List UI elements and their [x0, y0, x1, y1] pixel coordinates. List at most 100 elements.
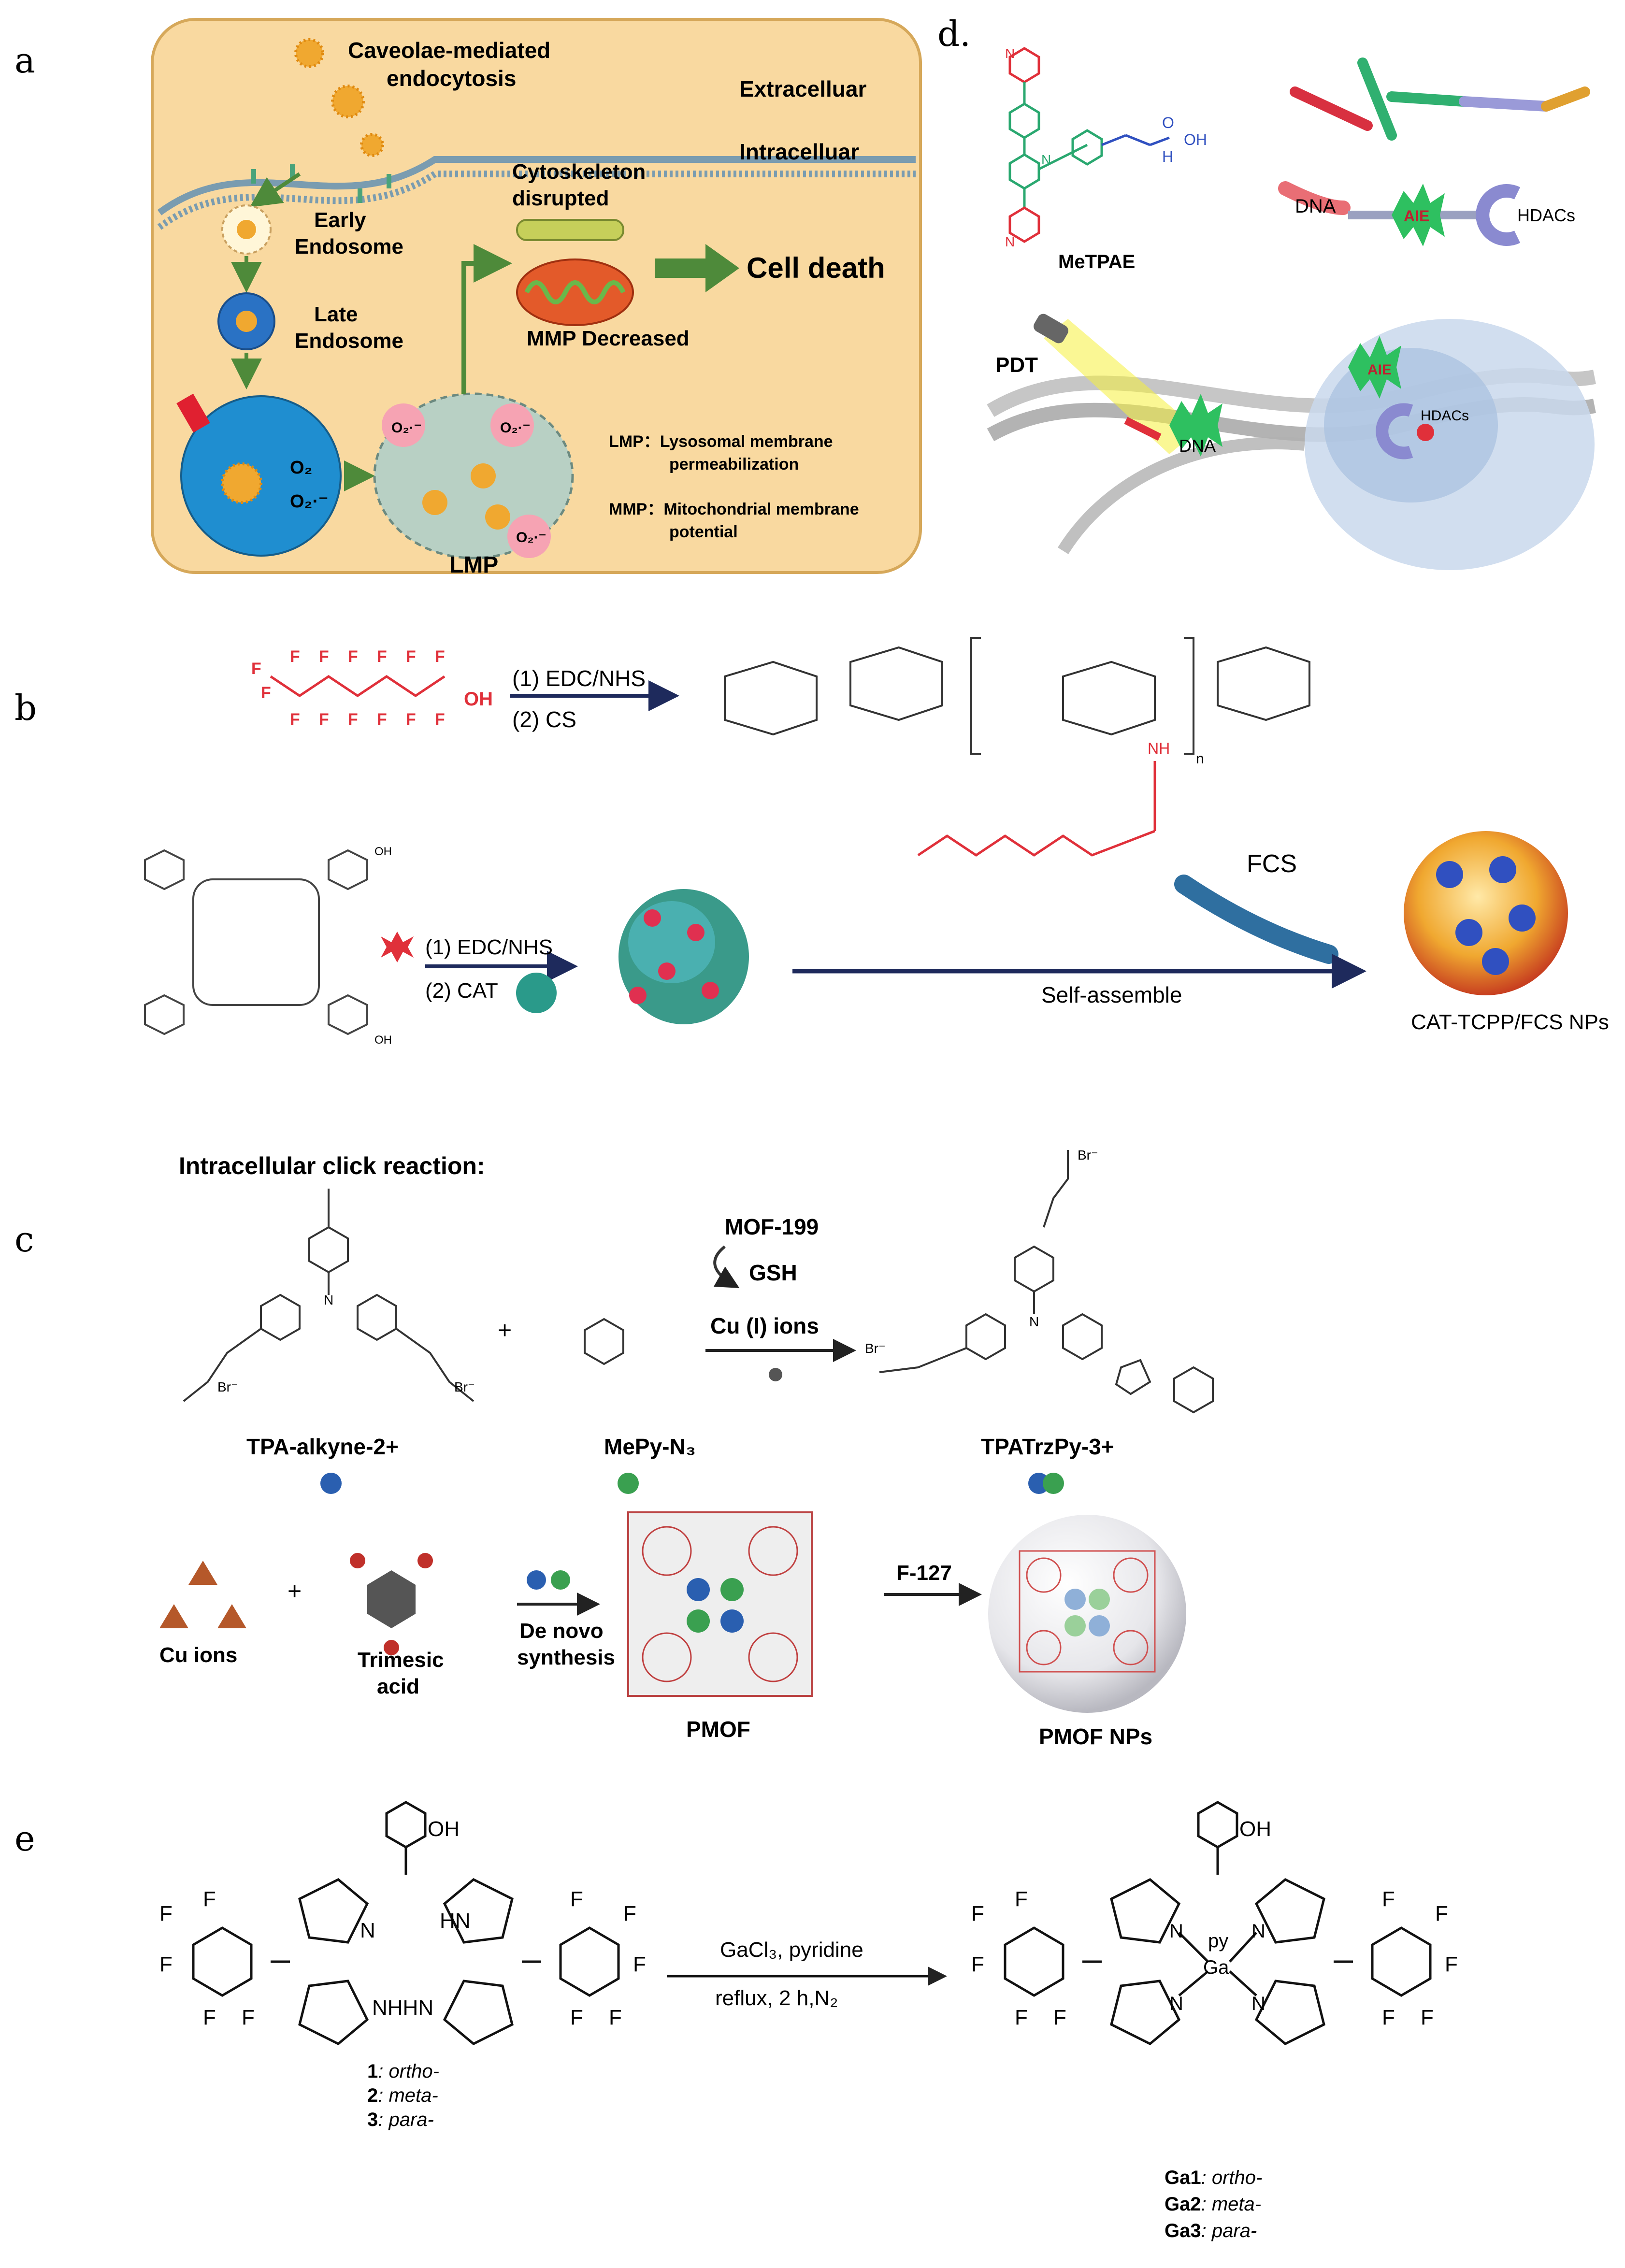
right-n-4: N — [1251, 1993, 1265, 2014]
metpae-nh: H — [1162, 148, 1173, 165]
mmp-def-1: MMP：Mitochondrial membrane — [609, 500, 859, 518]
intracellular-label: Intracelluar — [739, 139, 859, 164]
panel-a-letter: a — [14, 40, 35, 81]
e-reagent: GaCl₃, pyridine — [720, 1938, 863, 1962]
metpae-n-center: N — [1041, 152, 1051, 167]
panel-b-letter: b — [14, 688, 37, 728]
panel-e: e OH N HN NHHN FF FF F FF FF F 1: ortho- — [14, 1801, 1458, 2241]
receptors — [251, 164, 391, 203]
svg-text:F: F — [1015, 1887, 1028, 1911]
o2-radical-label: O₂·⁻ — [290, 491, 328, 512]
svg-text:2: meta-: 2: meta- — [367, 2085, 438, 2106]
trimesic-model — [350, 1553, 433, 1655]
svg-text:1: ortho-: 1: ortho- — [367, 2061, 439, 2082]
c-plus-1: + — [498, 1317, 512, 1344]
cytoskeleton-fiber — [516, 219, 624, 241]
lysosome — [180, 395, 342, 557]
metpae-3d-model — [1290, 57, 1590, 141]
mepy-sphere — [618, 1473, 639, 1494]
panel-a: a Caveolae-mediated endocytosis Extracel… — [14, 18, 922, 578]
fluorine-atom: F — [406, 710, 416, 729]
fluorine-atom: F — [319, 647, 329, 666]
right-py: py — [1208, 1930, 1228, 1952]
svg-text:F: F — [609, 2006, 622, 2029]
hdacs-label-top: HDACs — [1517, 205, 1575, 225]
acid-oh: OH — [464, 689, 493, 710]
chitosan-nh: NH — [1148, 740, 1170, 757]
early-np — [237, 220, 256, 239]
svg-text:F: F — [1445, 1952, 1458, 1976]
tcpp-oh-2: OH — [374, 1034, 392, 1047]
lyso-np — [221, 462, 262, 504]
tpa-br-1: Br⁻ — [217, 1379, 238, 1394]
cu-ions-label: Cu ions — [159, 1643, 237, 1667]
mmp-def-2: potential — [669, 523, 738, 541]
np-sphere-3 — [1064, 1615, 1086, 1636]
light-source — [176, 393, 210, 433]
hdacs-label-bottom: HDACs — [1421, 408, 1469, 424]
np-sphere-2 — [1089, 1589, 1110, 1610]
right-n-1: N — [1169, 1921, 1183, 1942]
tpa-alkyne-structure — [183, 1189, 475, 1402]
protein-dna-scene — [987, 314, 1596, 570]
metpae-label: MeTPAE — [1058, 251, 1135, 273]
svg-text:F: F — [203, 1887, 216, 1911]
metpae-structure — [1008, 47, 1170, 243]
pmof-label: PMOF — [686, 1717, 750, 1742]
c-plus-2: + — [288, 1578, 302, 1605]
left-nhhn: NHHN — [372, 1996, 433, 2020]
ros-text-1: O₂·⁻ — [391, 420, 422, 436]
lmp-def-1: LMP：Lysosomal membrane — [609, 432, 833, 451]
svg-text:F: F — [623, 1902, 636, 1925]
trz-br-1: Br⁻ — [1078, 1148, 1098, 1163]
aie-label-top: AIE — [1404, 207, 1429, 225]
tpa-label: TPA-alkyne-2+ — [246, 1434, 399, 1459]
trz-n: N — [1029, 1314, 1039, 1329]
f127-label: F-127 — [896, 1561, 952, 1585]
b-step1: (1) EDC/NHS — [512, 666, 646, 691]
metpae-n-bottom: N — [1005, 234, 1015, 249]
fluorine-atom: F — [319, 710, 329, 729]
tpa-br-2: Br⁻ — [454, 1379, 475, 1394]
aie-star-top — [1392, 184, 1445, 246]
catalase-blob — [516, 973, 557, 1013]
cytoskeleton-line2: disrupted — [512, 187, 609, 210]
tcpp-star — [381, 932, 414, 962]
pdt-label: PDT — [995, 353, 1038, 377]
chitosan-n: n — [1196, 751, 1204, 767]
right-isomer-list: Ga1: ortho- Ga2: meta- Ga3: para- — [1165, 2167, 1262, 2241]
panel-c-letter: c — [14, 1219, 34, 1260]
svg-text:F: F — [1435, 1902, 1448, 1925]
right-ga: Ga — [1203, 1957, 1229, 1978]
lmp-label: LMP — [449, 552, 498, 578]
arrow-to-organelles — [461, 244, 512, 394]
tcpp-oh-1: OH — [374, 845, 392, 858]
b-product: CAT-TCPP/FCS NPs — [1411, 1010, 1609, 1034]
e-conditions: reflux, 2 h,N₂ — [715, 1986, 838, 2010]
aie-label-bottom: AIE — [1367, 362, 1392, 378]
mitochondrion — [516, 258, 634, 326]
fluorine-atom: F — [290, 647, 300, 666]
fcs-label: FCS — [1247, 850, 1297, 878]
panel-d-letter: d. — [937, 14, 971, 54]
nanoparticle-suns — [294, 38, 384, 157]
arrow-cell-death — [655, 244, 739, 292]
fluorine-atom: F — [348, 647, 358, 666]
fluorine-atom: F — [435, 647, 445, 666]
early-line1: Early — [314, 208, 366, 232]
svg-text:Ga3: para-: Ga3: para- — [1165, 2220, 1257, 2241]
cell-death-label: Cell death — [747, 252, 885, 284]
right-corrole-structure — [1004, 1801, 1432, 2045]
right-fluorines: FF FF F FF FF F — [971, 1887, 1458, 2029]
membrane-top — [157, 156, 916, 215]
svg-text:F: F — [1382, 2006, 1395, 2029]
np-sphere-1 — [1064, 1589, 1086, 1610]
svg-text:Ga2: meta-: Ga2: meta- — [1165, 2194, 1261, 2215]
pmof-nps-label: PMOF NPs — [1039, 1724, 1152, 1749]
tpa-n: N — [324, 1292, 333, 1307]
late-line1: Late — [314, 302, 358, 326]
late-np — [236, 311, 257, 332]
load-sphere-blue — [527, 1570, 546, 1590]
mof-label: MOF-199 — [725, 1214, 819, 1239]
